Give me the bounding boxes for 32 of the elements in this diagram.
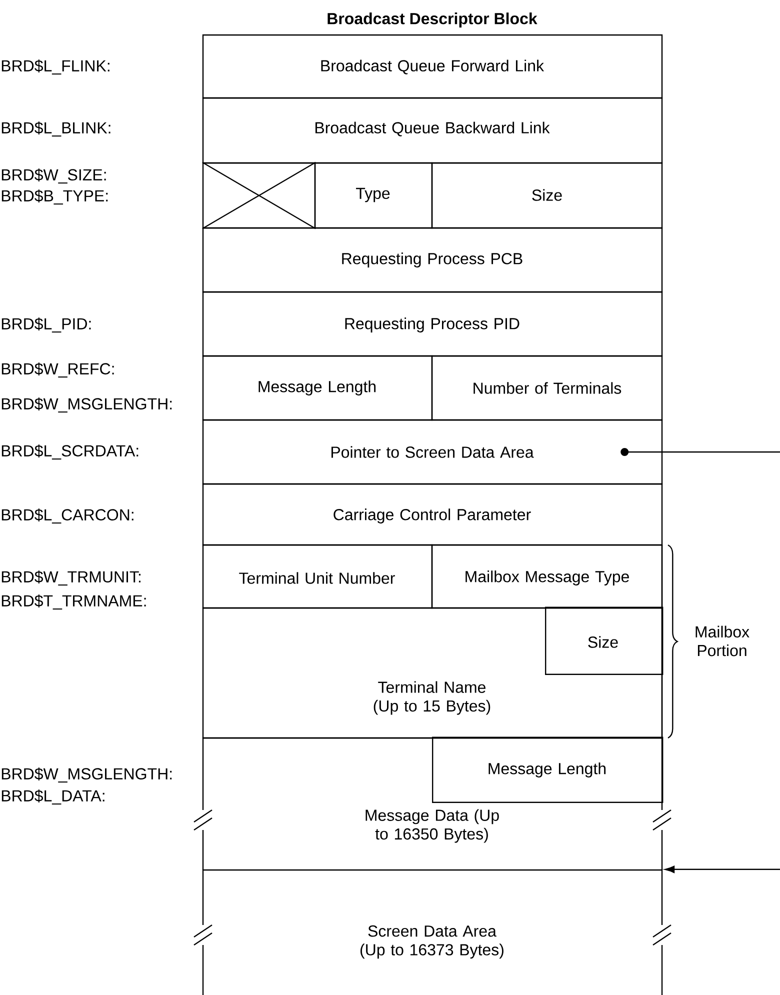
field-name: BRD$T_TRMNAME: bbox=[2, 594, 146, 610]
field-name: BRD$L_BLINK: bbox=[2, 122, 110, 137]
memory-cell: Message Length bbox=[202, 355, 433, 421]
memory-cell: Carriage Control Parameter bbox=[202, 483, 663, 546]
memory-cell: Requesting Process PCB bbox=[202, 227, 663, 293]
crossed-out-cell bbox=[202, 162, 316, 230]
pointer-arrow bbox=[620, 448, 780, 874]
memory-cell: Pointer to Screen Data Area bbox=[202, 419, 663, 485]
memory-cell: Type bbox=[314, 162, 433, 229]
field-name: BRD$W_MSGLENGTH: bbox=[2, 768, 172, 783]
brace-label: Mailbox Portion bbox=[696, 626, 750, 656]
memory-cell: Broadcast Queue Backward Link bbox=[202, 97, 663, 164]
field-name: BRD$L_CARCON: bbox=[2, 508, 134, 524]
field-name: BRD$L_FLINK: bbox=[2, 60, 110, 75]
field-name: BRD$W_REFC: bbox=[2, 362, 114, 378]
field-name: BRD$W_MSGLENGTH: bbox=[2, 398, 172, 413]
memory-cell: Terminal Unit Number bbox=[202, 544, 433, 609]
field-name: BRD$B_TYPE: bbox=[2, 190, 108, 205]
field-name: BRD$L_PID: bbox=[2, 318, 91, 333]
memory-cell: Number of Terminals bbox=[431, 355, 663, 421]
memory-cell: Broadcast Queue Forward Link bbox=[202, 34, 663, 99]
field-name: BRD$W_SIZE: bbox=[2, 168, 106, 184]
field-name: BRD$L_DATA: bbox=[2, 790, 104, 805]
memory-cell: Screen Data Area (Up to 16373 Bytes) bbox=[202, 869, 663, 995]
field-name: BRD$W_TRMUNIT: bbox=[2, 570, 140, 586]
memory-cell: Size bbox=[431, 162, 663, 229]
title: Broadcast Descriptor Block bbox=[328, 12, 538, 28]
field-name: BRD$L_SCRDATA: bbox=[2, 444, 138, 460]
memory-cell: Message Length bbox=[432, 736, 664, 803]
memory-cell: Mailbox Message Type bbox=[431, 544, 663, 609]
memory-cell: Requesting Process PID bbox=[202, 291, 663, 357]
memory-cell: Size bbox=[545, 606, 664, 675]
